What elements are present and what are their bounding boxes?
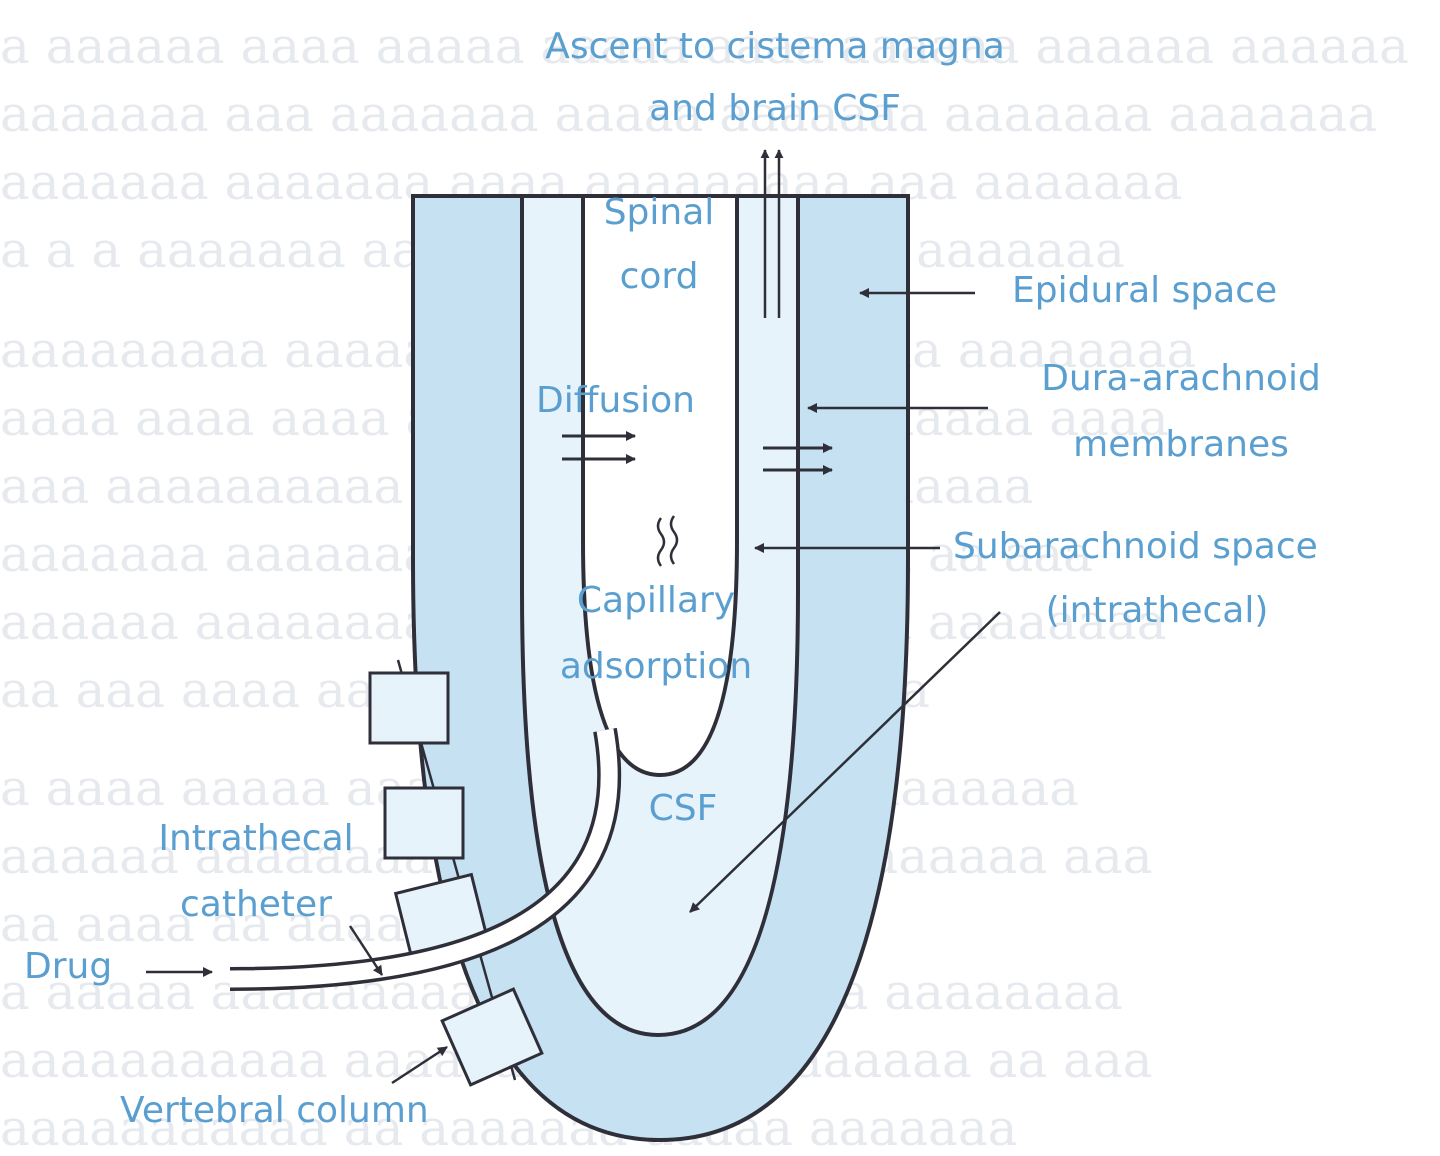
- epidural-space-label: Epidural space: [1012, 270, 1278, 311]
- vertebra-1: [368, 671, 450, 745]
- dura-arachnoid-label-line1: Dura-arachnoid: [1041, 358, 1321, 399]
- spinal-cord: [581, 194, 739, 778]
- capillary-label-line1: Capillary: [576, 580, 736, 621]
- vertebral-pointer-arrow: [391, 1045, 448, 1085]
- intrathecal-catheter-lumen: [229, 728, 618, 988]
- vertebra-2: [383, 786, 465, 860]
- subarachnoid-space-label-line1: Subarachnoid space: [953, 526, 1318, 567]
- catheter-pointer-arrow: [348, 925, 384, 976]
- catheter-label-line2: catheter: [180, 884, 332, 925]
- vertebral-column-label: Vertebral column: [120, 1090, 429, 1131]
- catheter-label-line1: Intrathecal: [158, 818, 354, 859]
- ascent-label-line2: and brain CSF: [649, 88, 901, 129]
- drug-label: Drug: [24, 946, 113, 987]
- diffusion-label: Diffusion: [536, 380, 695, 421]
- csf-label: CSF: [648, 788, 718, 829]
- subarachnoid-space-label-line2: (intrathecal): [1045, 590, 1269, 631]
- spinal-cord-label-line1: Spinal: [603, 192, 715, 233]
- capillary-squiggle-2: [669, 515, 679, 565]
- vertebra-4: [440, 987, 544, 1087]
- spinal-cord-label-line2: cord: [619, 256, 699, 297]
- ascent-label-line1: Ascent to cistema magna: [545, 26, 1005, 67]
- capillary-label-line2: adsorption: [559, 646, 753, 687]
- dura-arachnoid-label-line2: membranes: [1073, 424, 1289, 465]
- capillary-squiggle-1: [656, 517, 666, 567]
- intrathecal-long-arrow: [689, 611, 1001, 913]
